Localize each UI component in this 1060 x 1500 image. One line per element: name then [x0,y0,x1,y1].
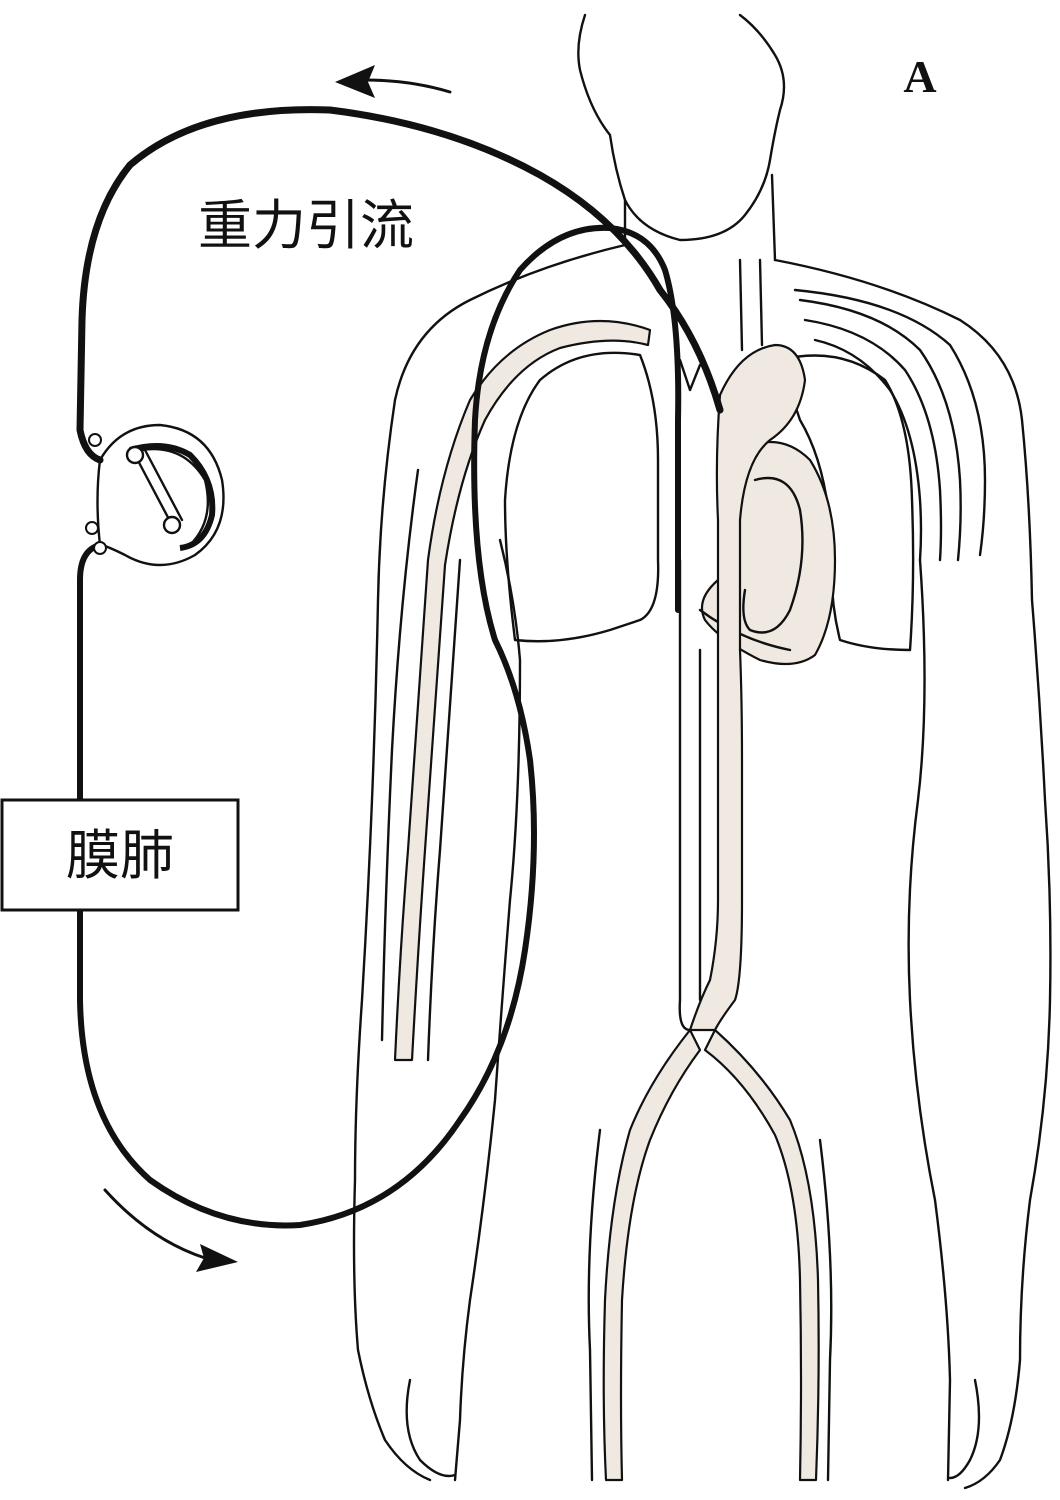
iliac-left [703,1028,820,1482]
pump-impeller [133,453,174,527]
aorta [688,343,807,1032]
right-arm-artery [393,319,652,1062]
flow-arrow-bottom [103,1188,238,1272]
right-lung [503,351,660,643]
membrane-lung-box: 膜肺 [0,798,240,912]
centrifugal-pump [85,423,225,567]
left-lung [778,354,915,652]
lungs [503,351,915,652]
body-outline [352,13,1052,1490]
drainage-cannula [76,106,724,464]
great-vessels [602,258,820,1482]
flow-arrow-top [335,65,452,98]
membrane-lung-label: 膜肺 [66,824,174,887]
ecmo-circuit [76,106,724,1229]
iliac-right [602,1028,702,1482]
return-cannula [77,224,682,1229]
panel-label: A [903,51,936,102]
arm-vessels [380,288,987,1062]
gravity-drainage-label: 重力引流 [198,194,414,257]
